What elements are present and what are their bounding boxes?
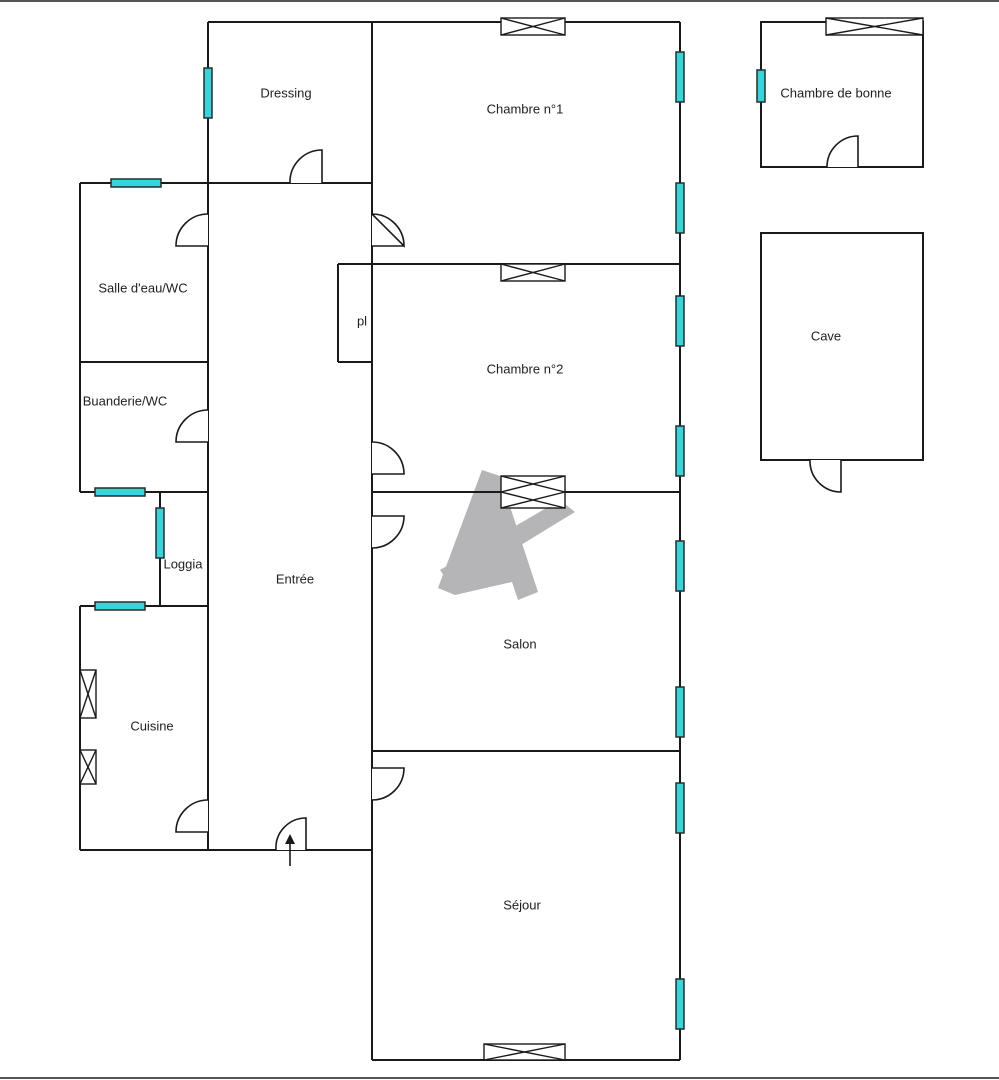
window-sejour-a: [675, 782, 685, 834]
door-chambre-bonne: [826, 135, 859, 168]
door-chambre1: [371, 213, 405, 248]
radiator-chambre2: [500, 263, 566, 282]
label-salon: Salon: [503, 636, 536, 651]
label-salle-eau: Salle d'eau/WC: [98, 280, 187, 295]
door-dressing: [289, 149, 323, 184]
windows: [94, 51, 766, 1030]
door-sejour: [371, 767, 405, 801]
label-dressing: Dressing: [260, 85, 311, 100]
room-labels: Dressing Chambre n°1 Chambre de bonne Sa…: [83, 85, 892, 912]
label-cuisine: Cuisine: [130, 718, 173, 733]
label-entree: Entrée: [276, 571, 314, 586]
radiators: [79, 17, 924, 1061]
window-cuisine: [94, 601, 146, 611]
door-salle-eau: [175, 213, 209, 247]
window-chambre1-a: [675, 51, 685, 103]
door-chambre2: [371, 441, 405, 475]
label-buanderie: Buanderie/WC: [83, 393, 168, 408]
door-salon: [371, 515, 405, 549]
logo-watermark: [438, 470, 575, 600]
door-cave: [809, 459, 842, 493]
label-sejour: Séjour: [503, 897, 541, 912]
window-chambre2-a: [675, 295, 685, 347]
label-loggia: Loggia: [163, 556, 203, 571]
radiator-sejour: [483, 1043, 566, 1061]
window-loggia: [155, 507, 165, 559]
door-buanderie: [175, 409, 209, 443]
label-pl: pl: [357, 313, 367, 328]
window-sejour-b: [675, 978, 685, 1030]
door-cuisine: [175, 799, 209, 833]
radiator-chambre1: [500, 17, 566, 36]
radiator-salon: [500, 475, 566, 509]
label-chambre-bonne: Chambre de bonne: [780, 85, 891, 100]
entrance-arrow-icon: [285, 834, 295, 866]
window-chambre-bonne: [756, 69, 766, 103]
window-chambre1-b: [675, 182, 685, 234]
window-chambre2-b: [675, 425, 685, 477]
radiator-cuisine-b: [79, 749, 97, 785]
window-buanderie: [94, 487, 146, 497]
label-chambre1: Chambre n°1: [487, 101, 564, 116]
walls: [79, 21, 681, 1061]
window-dressing: [203, 67, 213, 119]
window-salle-eau: [110, 178, 162, 188]
door-entrance: [275, 817, 307, 851]
radiator-cuisine-a: [79, 669, 97, 719]
radiator-chambre-bonne: [825, 17, 924, 36]
doors: [175, 135, 859, 851]
window-salon-b: [675, 686, 685, 738]
label-chambre2: Chambre n°2: [487, 361, 564, 376]
label-cave: Cave: [811, 328, 841, 343]
window-salon-a: [675, 540, 685, 592]
